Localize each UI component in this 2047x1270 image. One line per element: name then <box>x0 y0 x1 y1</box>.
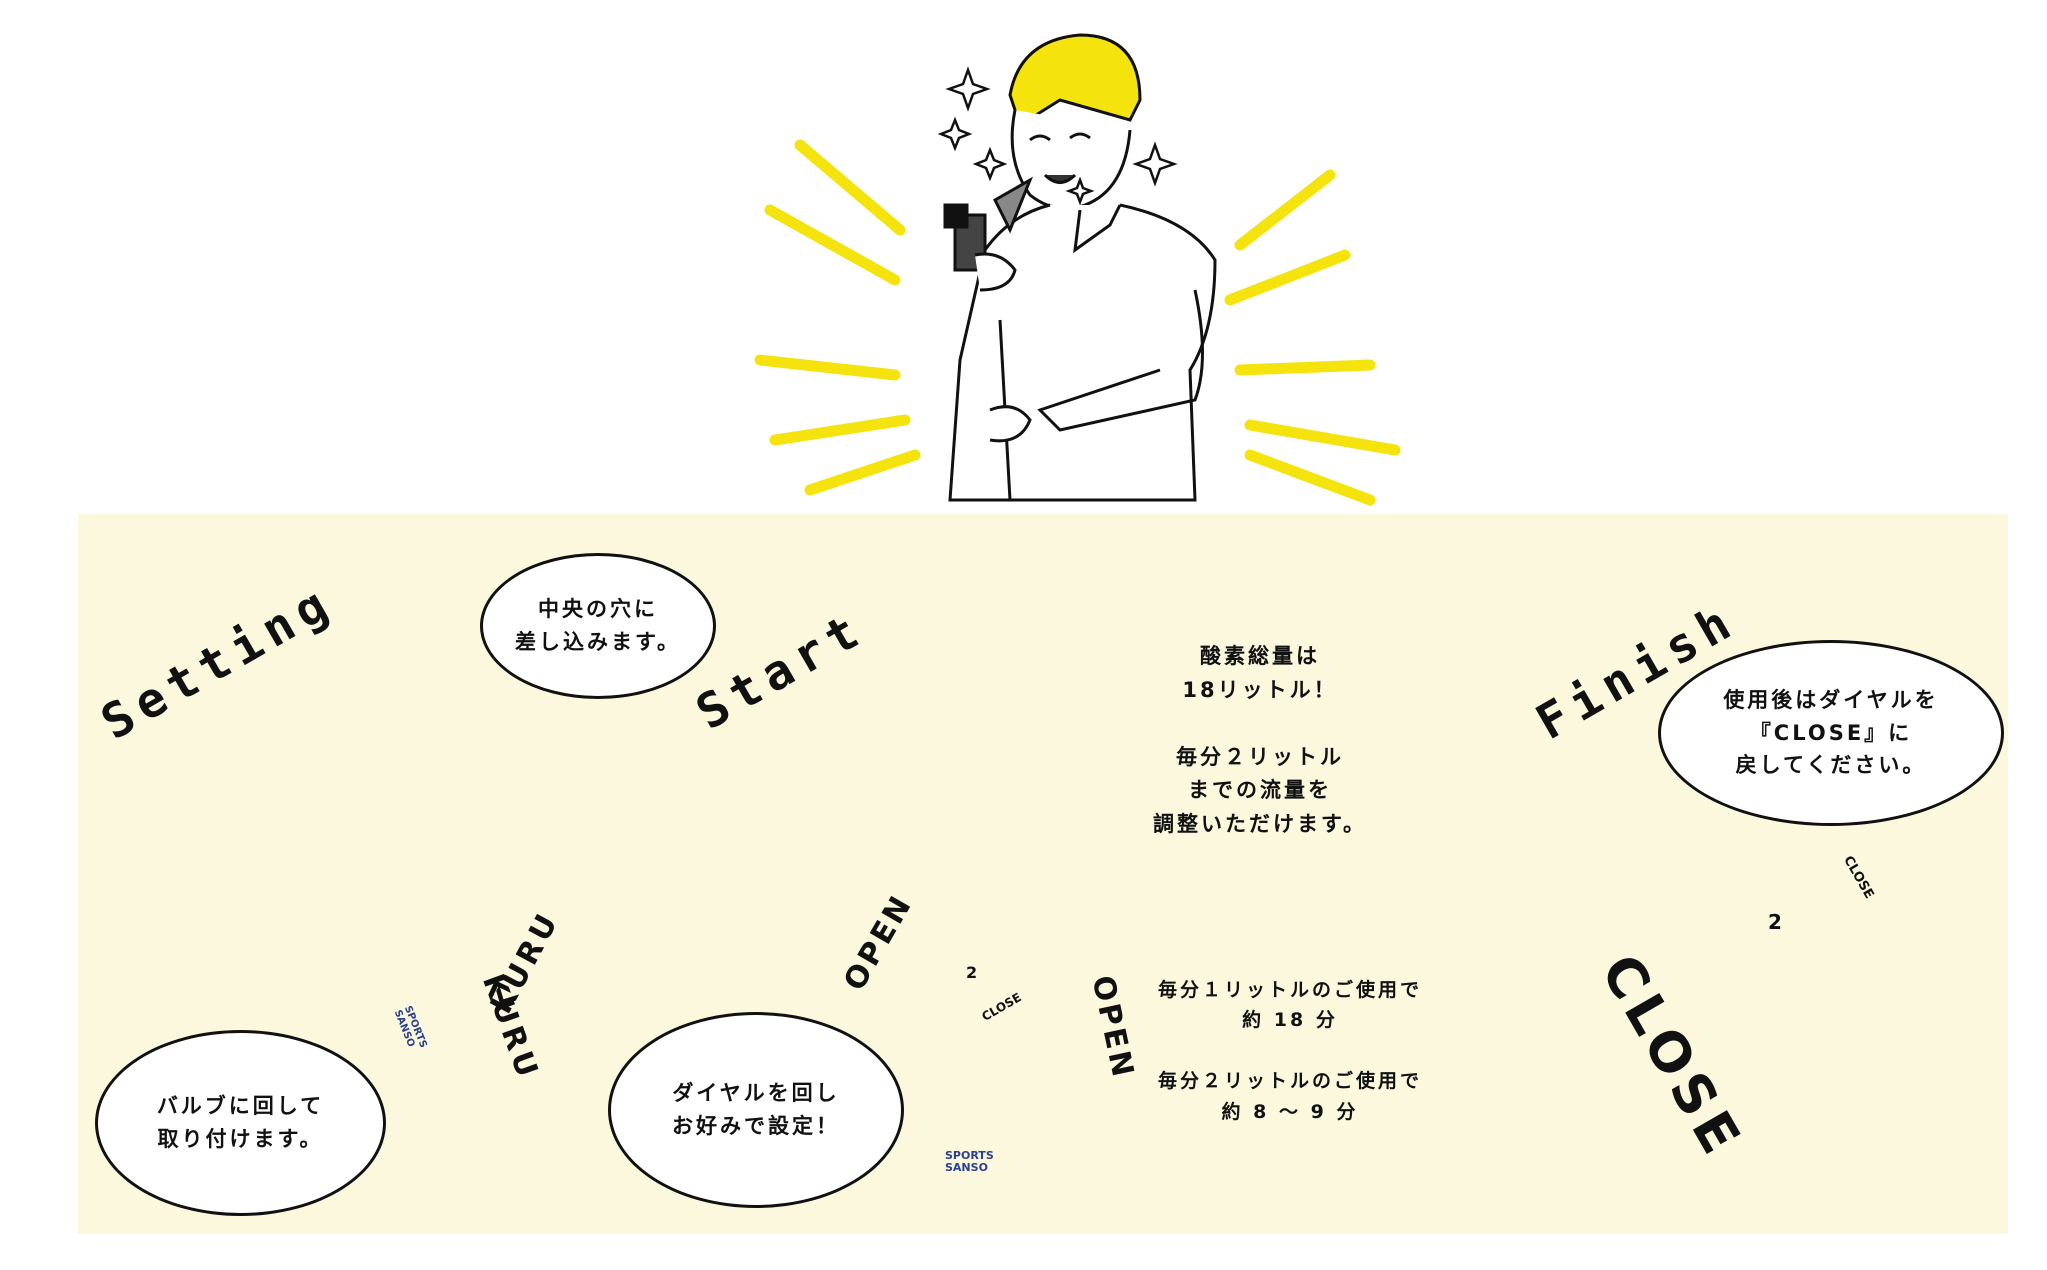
setting-bubble-bottom-text: バルブに回して 取り付けます。 <box>156 1094 325 1151</box>
start-can-brand: SPORTS SANSO <box>945 1149 994 1175</box>
finish-dial-number: 2 <box>1768 910 1782 934</box>
sparkles <box>937 66 1178 206</box>
man-figure <box>943 33 1217 502</box>
setting-bubble-top-text: 中央の穴に 差し込みます。 <box>515 597 681 654</box>
start-cloud-bottom-text: 毎分１リットルのご使用で 約 18 分 毎分２リットルのご使用で 約 8 ～ 9… <box>1157 979 1422 1123</box>
steps-panel <box>78 514 2008 1234</box>
finish-bubble-text: 使用後はダイヤルを 『CLOSE』に 戻してください。 <box>1723 688 1939 778</box>
setting-bubble-bottom: バルブに回して 取り付けます。 <box>95 1030 386 1216</box>
setting-bubble-top: 中央の穴に 差し込みます。 <box>480 553 716 699</box>
start-cloud-top-text: 酸素総量は 18リットル！ 毎分２リットル までの流量を 調整いただけます。 <box>1153 644 1367 836</box>
start-dial-number: 2 <box>966 963 978 982</box>
burst-lines-left <box>754 139 921 496</box>
burst-lines-right <box>1224 169 1401 506</box>
start-bubble: ダイヤルを回し お好みで設定！ <box>608 1012 904 1208</box>
finish-bubble: 使用後はダイヤルを 『CLOSE』に 戻してください。 <box>1658 640 2004 826</box>
start-bubble-text: ダイヤルを回し お好みで設定！ <box>672 1081 840 1138</box>
